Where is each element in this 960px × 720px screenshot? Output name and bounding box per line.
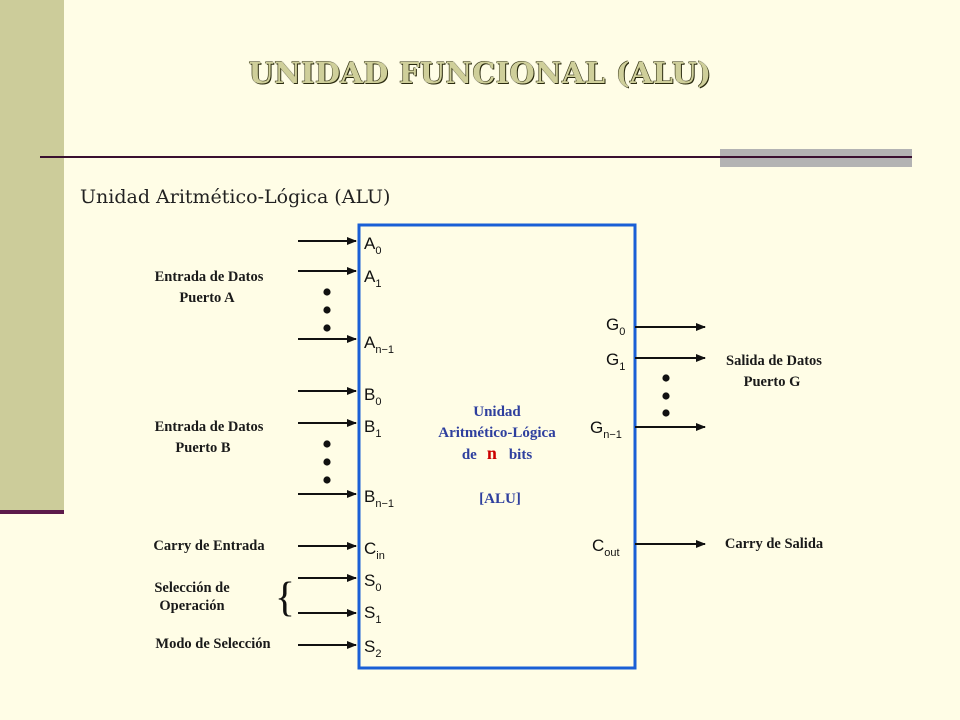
pin-g0: G0 <box>606 315 625 338</box>
core-line3: de n bits <box>462 443 533 463</box>
ellipsis-g <box>662 374 670 417</box>
label-mode-select: Modo de Selección <box>155 636 270 652</box>
pin-s1: S1 <box>364 603 381 626</box>
pin-cout: Cout <box>592 536 620 559</box>
label-port-b-line2: Puerto B <box>175 440 230 456</box>
pin-b1: B1 <box>364 417 381 440</box>
left-sidebar-decoration <box>0 0 64 512</box>
label-carry-in: Carry de Entrada <box>153 538 265 554</box>
label-port-b-line1: Entrada de Datos <box>155 419 264 435</box>
input-arrows <box>298 237 357 649</box>
slide-title: UNIDAD FUNCIONAL (ALU) <box>248 56 712 90</box>
pin-cin: Cin <box>364 539 385 562</box>
label-port-a-line2: Puerto A <box>179 290 235 306</box>
label-op-select-line1: Selección de <box>154 580 230 596</box>
pin-a0: A0 <box>364 234 381 257</box>
alu-box <box>357 223 637 670</box>
label-carry-out: Carry de Salida <box>725 536 824 552</box>
ellipsis-a <box>323 288 331 332</box>
pin-bn1: Bn−1 <box>364 487 394 510</box>
left-sidebar-foot <box>0 510 64 514</box>
pin-gn1: Gn−1 <box>590 418 622 441</box>
pin-g1: G1 <box>606 350 625 373</box>
ellipsis-b <box>323 440 331 484</box>
pin-s2: S2 <box>364 637 381 660</box>
core-line2: Aritmético-Lógica <box>438 425 556 441</box>
title-rule-accent <box>720 149 912 167</box>
label-op-select-line2: Operación <box>159 598 224 614</box>
title-rule-accent-line <box>720 156 912 158</box>
pin-a1: A1 <box>364 267 381 290</box>
pin-an1: An−1 <box>364 333 394 356</box>
slide-subtitle: Unidad Aritmético-Lógica (ALU) <box>80 186 391 208</box>
title-rule <box>40 156 720 158</box>
core-line1: Unidad <box>473 404 521 420</box>
pin-b0: B0 <box>364 385 381 408</box>
label-port-g-line1: Salida de Datos <box>726 353 822 369</box>
core-line4: [ALU] <box>479 491 521 507</box>
label-port-a-line1: Entrada de Datos <box>155 269 264 285</box>
brace-icon: { <box>275 575 295 621</box>
output-arrows <box>635 323 706 548</box>
pin-s0: S0 <box>364 571 381 594</box>
label-port-g-line2: Puerto G <box>744 374 801 390</box>
